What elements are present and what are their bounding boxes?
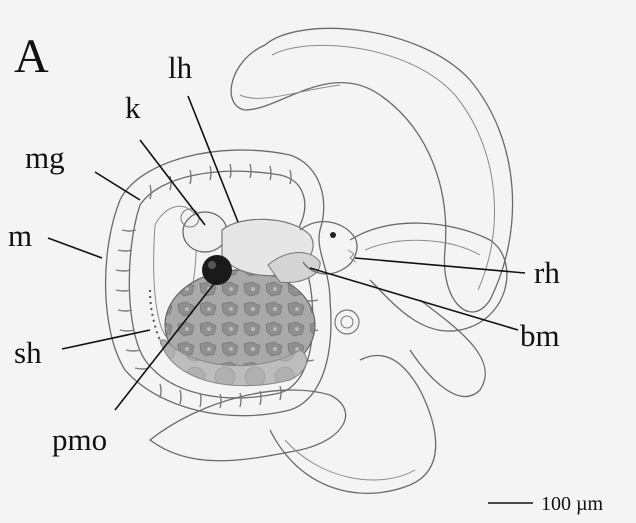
label-mg: mg (25, 140, 65, 175)
label-lh: lh (168, 50, 193, 85)
label-k: k (125, 90, 141, 125)
label-pmo: pmo (52, 422, 107, 457)
panel-label: A (14, 30, 49, 83)
visceral-mass (160, 270, 315, 386)
right-lobe (350, 223, 507, 396)
label-m: m (8, 218, 32, 253)
label-sh: sh (14, 335, 42, 370)
label-rh: rh (534, 255, 560, 290)
scale-bar-label: 100 µm (541, 493, 604, 515)
label-bm: bm (520, 318, 560, 353)
